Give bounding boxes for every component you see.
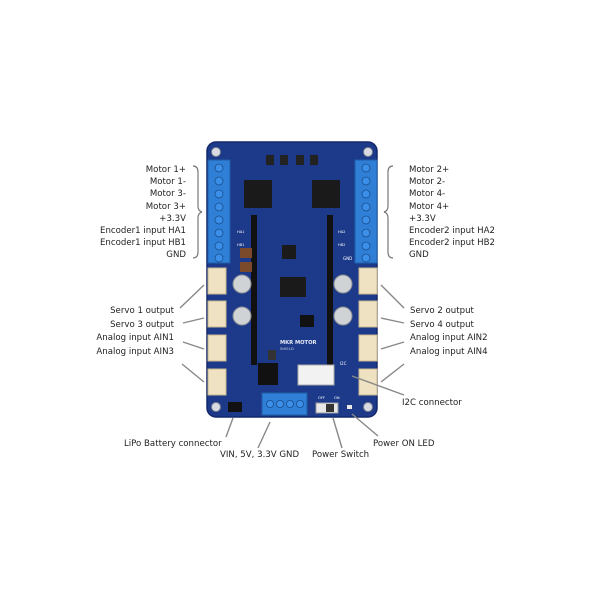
mkr-header-pins	[251, 215, 333, 365]
bottom-terminal-block	[261, 392, 308, 416]
label-motor2-plus: Motor 2+	[409, 165, 450, 175]
label-gnd-left: GND	[166, 250, 186, 261]
left-headers	[207, 267, 227, 396]
label-lipo-connector: LiPo Battery connector	[124, 439, 222, 449]
leader-lines	[179, 284, 405, 449]
i2c-connector	[297, 364, 335, 386]
left-header-labels: Servo 1 output Servo 3 output Analog inp…	[96, 305, 174, 359]
silk-ha1: HA1	[237, 230, 244, 234]
label-servo3: Servo 3 output	[110, 319, 174, 330]
power-led	[347, 405, 352, 409]
label-servo1: Servo 1 output	[110, 306, 174, 316]
right-brace	[383, 165, 394, 259]
label-motor4-minus: Motor 4-	[409, 189, 446, 200]
left-terminal-block	[207, 159, 231, 264]
label-3v3-left: +3.3V	[159, 213, 186, 224]
label-power-switch: Power Switch	[312, 450, 370, 460]
left-brace	[192, 165, 203, 259]
silk-ha2: HA2	[338, 230, 345, 234]
motor-driver-chip-1	[244, 180, 272, 208]
label-power-led: Power ON LED	[373, 439, 435, 449]
right-headers	[358, 267, 378, 396]
label-motor1-plus: Motor 1+	[145, 165, 186, 175]
label-ain1: Analog input AIN1	[96, 333, 174, 343]
silk-hb2: HB2	[338, 243, 345, 247]
label-ain3: Analog input AIN3	[96, 346, 174, 357]
label-servo4: Servo 4 output	[410, 319, 474, 330]
label-ain4: Analog input AIN4	[410, 346, 488, 357]
lipo-connector	[228, 402, 242, 412]
label-3v3-right: +3.3V	[409, 213, 436, 224]
label-motor1-minus: Motor 1-	[149, 177, 186, 188]
label-vin-terminal: VIN, 5V, 3.3V GND	[220, 450, 300, 460]
label-i2c-connector: I2C connector	[402, 398, 462, 408]
right-header-labels: Servo 2 output Servo 4 output Analog inp…	[410, 305, 488, 359]
label-motor3-plus: Motor 3+	[145, 201, 186, 212]
label-servo2: Servo 2 output	[410, 306, 474, 316]
silk-gnd: GND	[343, 256, 352, 261]
label-motor3-minus: Motor 3-	[149, 189, 186, 200]
silk-title: MKR MOTOR	[280, 340, 317, 346]
label-gnd-right: GND	[409, 250, 429, 261]
silk-i2c: I2C	[340, 361, 347, 366]
label-encoder2-ha2: Encoder2 input HA2	[409, 226, 495, 237]
label-motor4-plus: Motor 4+	[409, 201, 450, 212]
silk-hb1: HB1	[237, 243, 244, 247]
left-terminal-labels: Motor 1+ Motor 1- Motor 3- Motor 3+ +3.3…	[100, 164, 186, 262]
silk-off: OFF	[318, 396, 325, 400]
capacitors	[232, 274, 353, 326]
mounting-holes	[211, 147, 373, 412]
motor-driver-chip-2	[312, 180, 340, 208]
label-encoder1-ha1: Encoder1 input HA1	[100, 226, 186, 237]
silk-subtitle: SHIELD	[280, 346, 294, 351]
right-terminal-block	[354, 159, 378, 264]
label-encoder2-hb2: Encoder2 input HB2	[409, 238, 495, 249]
label-encoder1-hb1: Encoder1 input HB1	[100, 238, 186, 249]
label-ain2: Analog input AIN2	[410, 333, 488, 343]
silk-on: ON	[334, 396, 340, 400]
right-terminal-labels: Motor 2+ Motor 2- Motor 4- Motor 4+ +3.3…	[409, 164, 495, 262]
label-motor2-minus: Motor 2-	[409, 177, 446, 188]
